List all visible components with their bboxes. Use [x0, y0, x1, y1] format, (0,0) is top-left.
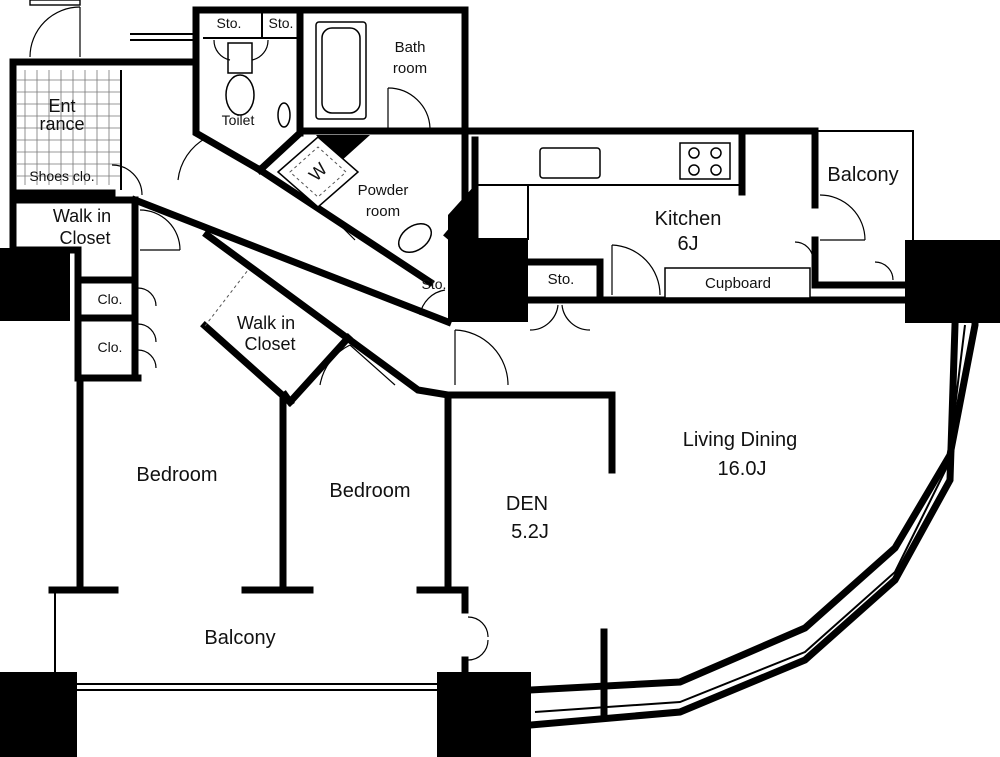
living-dining-label-line2: 16.0J [718, 458, 767, 480]
washbasin-icon [397, 222, 433, 254]
doors [29, 0, 894, 661]
entrance-tile-grid [16, 70, 122, 190]
cupboard-counter [664, 267, 811, 299]
den-label-line2: 5.2J [511, 521, 549, 543]
walk-in-closet-1-label-line1: Walk in [53, 206, 111, 226]
cupboard-label: Cupboard [705, 275, 771, 292]
closet-label-1: Clo. [98, 291, 123, 307]
powder-room-label-line1: Powder [358, 182, 409, 199]
shoes-closet-label: Shoes clo. [29, 168, 94, 184]
stove-icon [679, 142, 731, 180]
den-label-line1: DEN [506, 493, 548, 515]
entrance-label-line1: Ent [48, 96, 75, 116]
entrance-label-line2: rance [39, 114, 84, 134]
walk-in-closet-2-label-line2: Closet [244, 334, 295, 354]
bath-room-label-line1: Bath [395, 39, 426, 56]
column-south [437, 672, 531, 757]
balcony-south-label: Balcony [204, 627, 275, 649]
washer-icon [276, 136, 360, 208]
fixtures [203, 10, 811, 299]
balcony-east-label: Balcony [827, 164, 898, 186]
structural-columns [0, 135, 1000, 757]
closet-label-2: Clo. [98, 339, 123, 355]
toilet-icon [225, 42, 255, 116]
storage-label-2: Sto. [269, 15, 294, 31]
column-east [905, 240, 1000, 323]
column-southwest [0, 672, 77, 757]
bath-room-label-line2: room [393, 60, 427, 77]
walls [9, 6, 979, 729]
walk-in-closet-2-label-line1: Walk in [237, 313, 295, 333]
sink-icon [539, 147, 601, 179]
column-west [0, 248, 70, 321]
column-hall [448, 238, 528, 322]
powder-room-label-line2: room [366, 203, 400, 220]
kitchen-label-line1: Kitchen [655, 208, 722, 230]
column-powder [316, 135, 370, 162]
kitchen-storage-label: Sto. [548, 271, 575, 288]
walk-in-closet-1-label-line2: Closet [59, 228, 110, 248]
living-dining-label-line1: Living Dining [683, 429, 798, 451]
bedroom-1-label: Bedroom [136, 464, 217, 486]
bedroom-2-label: Bedroom [329, 480, 410, 502]
kitchen-label-line2: 6J [677, 233, 698, 255]
hall-storage-label: Sto. [422, 276, 447, 292]
storage-label-1: Sto. [217, 15, 242, 31]
toilet-label: Toilet [222, 112, 255, 128]
